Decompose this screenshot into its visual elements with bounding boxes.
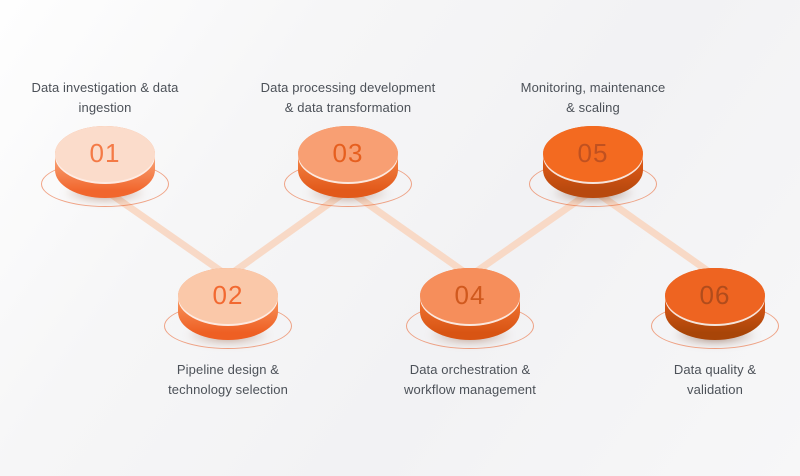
step-01-label: Data investigation & data ingestion [10, 78, 200, 118]
step-label-line: technology selection [168, 382, 288, 397]
step-05-label: Monitoring, maintenance & scaling [498, 78, 688, 118]
step-02: 02 Pipeline design & technology selectio… [133, 268, 323, 400]
step-05-disc: 05 [528, 126, 658, 222]
step-label-line: ingestion [78, 100, 132, 115]
disc-top-face: 02 [178, 268, 278, 324]
step-label-line: & scaling [566, 100, 620, 115]
step-04-label: Data orchestration & workflow management [375, 360, 565, 400]
step-01: Data investigation & data ingestion 01 [10, 78, 200, 222]
disc-top-face: 05 [543, 126, 643, 182]
step-03-disc: 03 [283, 126, 413, 222]
step-number: 04 [454, 279, 486, 310]
step-label-line: Data orchestration & [409, 362, 531, 377]
step-number: 02 [212, 279, 244, 310]
step-label-line: workflow management [404, 382, 536, 397]
step-05: Monitoring, maintenance & scaling 05 [498, 78, 688, 222]
disc-top-face: 06 [665, 268, 765, 324]
step-label-line: Data investigation & data [31, 80, 179, 95]
step-04-disc: 04 [405, 268, 535, 364]
disc-top-face: 03 [298, 126, 398, 182]
step-label-line: Data quality & [673, 362, 757, 377]
step-06-disc: 06 [650, 268, 780, 364]
step-number: 01 [89, 137, 121, 168]
step-label-line: Pipeline design & [176, 362, 280, 377]
step-label-line: Monitoring, maintenance [520, 80, 666, 95]
disc-top-face: 04 [420, 268, 520, 324]
step-label-line: & data transformation [284, 100, 412, 115]
step-02-label: Pipeline design & technology selection [133, 360, 323, 400]
disc-top-face: 01 [55, 126, 155, 182]
step-06: 06 Data quality & validation [620, 268, 800, 400]
step-number: 03 [332, 137, 364, 168]
step-label-line: validation [687, 382, 743, 397]
step-01-disc: 01 [40, 126, 170, 222]
step-number: 05 [577, 137, 609, 168]
step-03: Data processing development & data trans… [253, 78, 443, 222]
step-02-disc: 02 [163, 268, 293, 364]
step-03-label: Data processing development & data trans… [253, 78, 443, 118]
step-04: 04 Data orchestration & workflow managem… [375, 268, 565, 400]
step-number: 06 [699, 279, 731, 310]
step-06-label: Data quality & validation [620, 360, 800, 400]
step-label-line: Data processing development [260, 80, 436, 95]
